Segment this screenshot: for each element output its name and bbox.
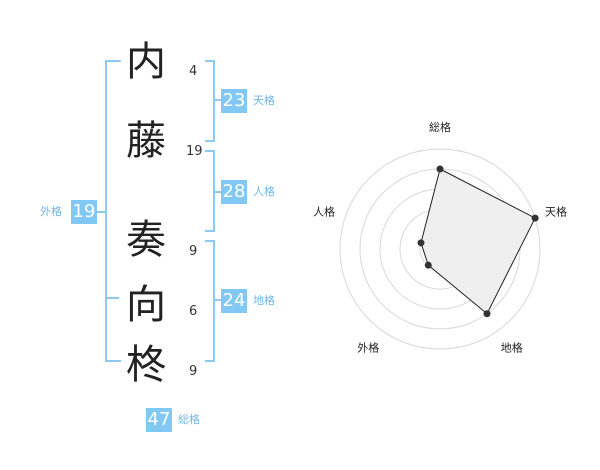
soukaku-value: 47 [146, 408, 172, 432]
stroke-count-2: 19 [186, 144, 203, 159]
radar-axis-label-1: 総格 [429, 120, 451, 134]
gaikaku-bracket [105, 60, 121, 362]
jinkaku-bracket-tick [215, 191, 221, 193]
name-char-5: 柊 [126, 342, 166, 388]
gaikaku-label: 外格 [40, 205, 62, 218]
radar-axis-label-3: 地格 [501, 341, 523, 355]
radar-axis-label-5: 人格 [313, 204, 335, 218]
radar-point-3 [483, 310, 491, 318]
radar-point-5 [417, 239, 425, 247]
stroke-count-5: 9 [189, 364, 198, 379]
name-char-1: 内 [126, 39, 166, 85]
name-char-4: 向 [126, 282, 166, 328]
gaikaku-bracket-tick [95, 211, 105, 213]
jinkaku-label: 人格 [253, 185, 275, 198]
radar-axis-label-4: 外格 [357, 341, 379, 355]
radar-point-1 [436, 165, 444, 173]
jinkaku-bracket [205, 150, 215, 232]
radar-grid-ring [339, 148, 541, 350]
soukaku-label: 総格 [178, 413, 200, 426]
gaikaku-bracket-mid [105, 297, 119, 299]
chikaku-bracket [205, 240, 215, 362]
radar-series-polygon [420, 168, 536, 315]
radar-point-2 [531, 214, 539, 222]
tenkaku-bracket [205, 60, 215, 142]
stroke-count-1: 4 [189, 64, 198, 79]
tenkaku-bracket-tick [215, 99, 221, 101]
jinkaku-value: 28 [221, 180, 247, 204]
radar-axis-label-2: 天格 [545, 204, 567, 218]
chikaku-bracket-tick [215, 299, 221, 301]
gaikaku-value: 19 [71, 200, 97, 224]
radar-point-4 [424, 261, 432, 269]
tenkaku-value: 23 [221, 89, 247, 113]
name-char-2: 藤 [126, 118, 166, 164]
stroke-count-4: 6 [189, 304, 198, 319]
chikaku-value: 24 [221, 289, 247, 313]
name-char-3: 奏 [126, 217, 166, 263]
tenkaku-label: 天格 [253, 94, 275, 107]
stroke-count-3: 9 [189, 244, 198, 259]
chikaku-label: 地格 [253, 294, 275, 307]
